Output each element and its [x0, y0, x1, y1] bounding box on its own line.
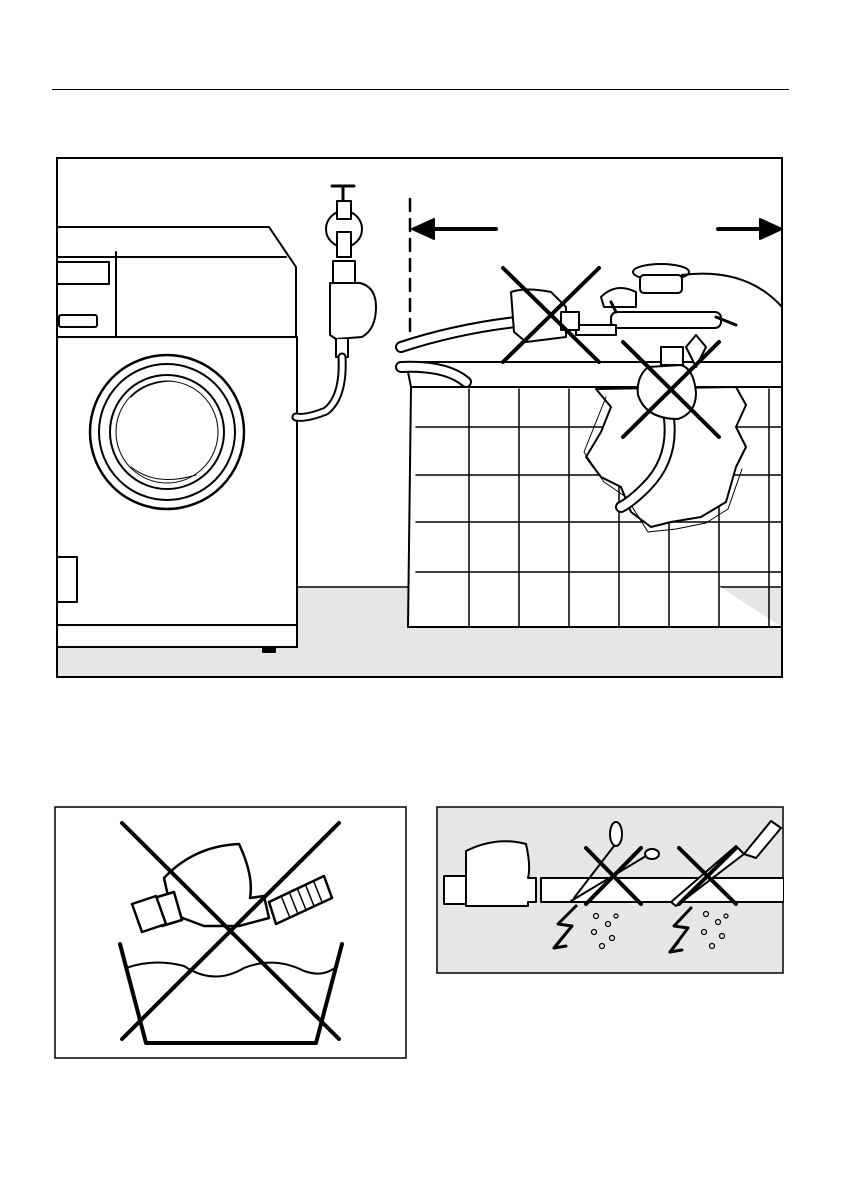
water-tap	[296, 186, 376, 417]
arrow-right-icon	[718, 219, 782, 239]
do-not-cut-hose-illustration	[436, 806, 784, 974]
washing-machine	[57, 227, 297, 652]
washing-machine-installation-illustration	[56, 157, 783, 678]
header-rule	[52, 89, 789, 90]
no-immersion-illustration	[54, 806, 407, 1059]
arrow-left-icon	[412, 219, 496, 239]
